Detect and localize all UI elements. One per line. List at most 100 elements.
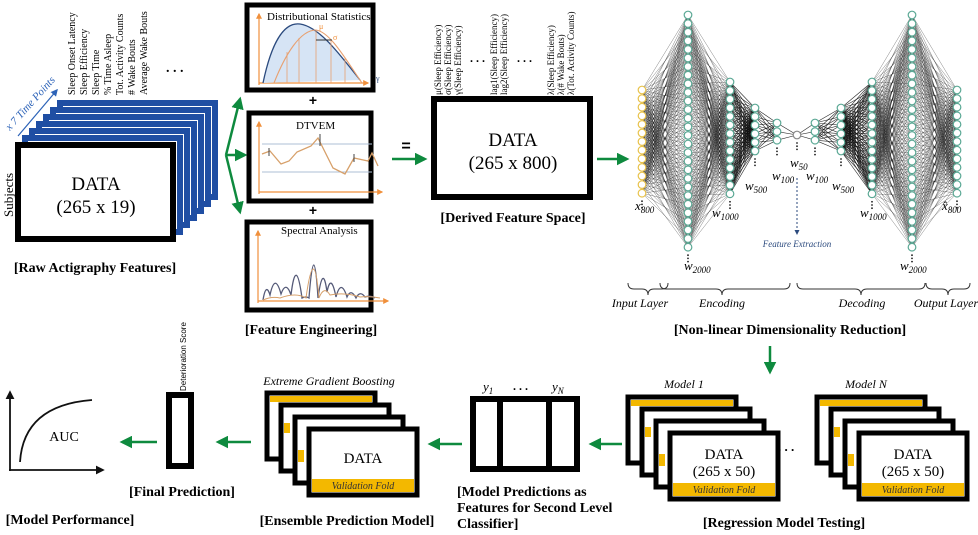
ae-edge [687,81,731,102]
ae-continuation-dot [956,200,958,203]
raw-feature-label: % Time Asleep [103,34,114,95]
ae-node [836,103,846,113]
dtvem-series [261,136,379,175]
validation-fold-bar [312,479,414,492]
ae-node [907,87,917,97]
ae-edge [871,109,913,194]
ae-node [952,119,962,129]
ae-edge [641,14,689,194]
ae-continuation-dot [729,204,731,206]
ae-node [725,154,735,164]
ae-node [683,113,693,123]
mu-symbol: μ [319,22,323,31]
ae-edge [911,89,958,102]
validation-fold-bar [862,483,964,496]
ae-continuation-dot [911,260,913,263]
ae-node [725,111,735,121]
ae-node [750,146,760,156]
ae-edge [871,14,913,117]
spectral-curve [262,264,376,301]
ae-node [952,162,962,172]
ae-edge [814,107,842,124]
ae-edge [911,89,958,205]
derived-feature-label: λ(# Wake Bouts) [556,34,566,95]
ae-node [907,216,917,226]
ae-edge [840,81,873,134]
ae-edge [871,57,913,194]
fold-highlight [820,400,922,406]
derived-feature-labels: μ(Sleep Efficiency)σ(Sleep Efficiency)γ(… [433,12,576,96]
ae-edge [641,14,689,159]
ae-edge [729,107,756,126]
raw-feature-label: Sleep Efficiency [79,29,90,95]
ae-edge [641,169,689,194]
ae-continuation-dot [840,164,842,167]
ae-node [907,199,917,209]
ae-node [683,105,693,114]
ae-edge [754,107,778,124]
plus-1: + [309,92,317,108]
ae-node [683,225,693,235]
ae-caption: [Non-linear Dimensionality Reduction] [674,323,906,338]
ae-node [683,27,693,37]
raw-feature-label: # Wake Bouts [127,39,138,95]
ae-node [867,146,877,156]
ae-continuation-dot [641,203,643,206]
ae-edge [911,89,958,153]
ae-edge [641,186,689,194]
ae-node [810,135,820,145]
ae-node [952,145,962,155]
ae-edge [687,81,731,205]
ae-node [725,103,735,113]
ae-edge [641,49,689,194]
ae-node [772,127,782,137]
ae-edge [729,125,756,194]
ae-node [772,135,782,145]
card-data-title: DATA [344,451,383,467]
ae-edge [687,107,731,248]
validation-fold-bar [673,483,775,496]
ae-layer-label: x̂800 [941,198,962,215]
final-caption: [Final Prediction] [129,485,235,500]
raw-caption: [Raw Actigraphy Features] [14,261,176,276]
ae-node [907,113,917,123]
ae-edge [840,90,873,152]
ae-continuation-dot [687,254,689,257]
performance-caption: [Model Performance] [6,513,135,528]
ae-edge [814,116,842,141]
ae-node [907,27,917,37]
ae-node [907,165,917,175]
validation-fold-label: Validation Fold [693,485,757,496]
ae-edge [871,14,913,151]
feature-engineering-section: Distributional Statistics μ σ γ + DTVEM … [244,2,390,338]
ae-edge [687,81,731,153]
ae-continuation-dot [814,147,816,150]
ae-node [907,45,917,54]
ae-layer-label: w1000 [712,205,739,222]
ae-edge [729,107,756,177]
ae-edge [871,143,913,194]
derived-feature-label: lag2(Sleep Efficiency) [499,14,509,95]
ae-node [907,19,917,29]
ae-node [952,137,962,147]
bracket-decoding: Decoding [838,296,886,310]
autoencoder-nodes [637,10,962,263]
ae-edge [911,14,958,91]
ae-edge [814,133,842,141]
ae-node [952,154,962,164]
ae-node [907,62,917,71]
derived-section: μ(Sleep Efficiency)σ(Sleep Efficiency)γ(… [431,12,593,226]
subjects-label: Subjects [1,173,16,217]
ae-edge [641,14,689,125]
ae-edge [687,176,731,248]
ae-edge [687,81,731,136]
ae-node [867,129,877,139]
ae-edge [871,193,913,196]
ae-edge [911,89,958,119]
ae-node [637,128,647,138]
ae-edge [871,14,913,134]
ae-edge [729,98,756,109]
ae-node [907,70,917,80]
